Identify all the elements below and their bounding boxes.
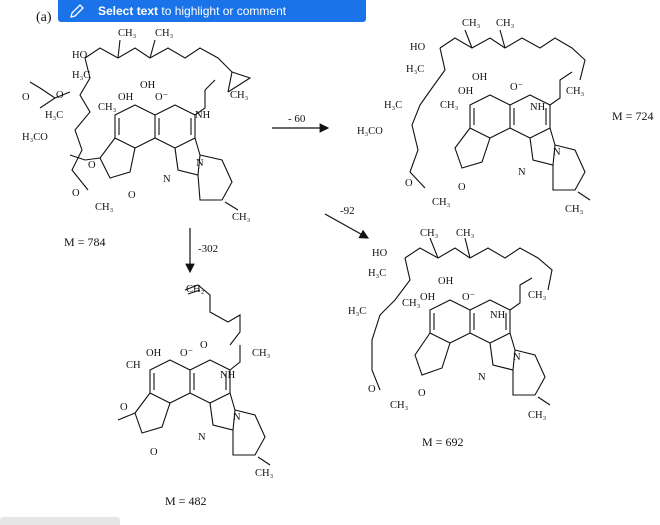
atom-label: CH₃: [95, 202, 114, 213]
atom-label: O⁻: [510, 82, 523, 93]
atom-label: CH₃: [252, 348, 271, 359]
mass-784: M = 784: [64, 235, 105, 249]
atom-label: CH₃: [402, 298, 421, 309]
atom-label: N: [553, 147, 561, 158]
tooltip-bold-text: Select text: [98, 4, 159, 18]
atom-label: NH: [220, 370, 236, 381]
scroll-bar[interactable]: [0, 517, 120, 525]
atom-label: OH: [438, 276, 454, 287]
atom-label: CH₃: [420, 228, 439, 239]
molecule-482: CH₂ CH₃ OH O⁻ O CH NH N N O O CH₃: [117, 284, 274, 479]
atom-label: NH: [530, 102, 546, 113]
atom-label: CH₃: [255, 468, 274, 479]
atom-label: CH₃: [155, 28, 174, 39]
highlight-tooltip[interactable]: Select text to highlight or comment: [58, 0, 366, 22]
atom-label: CH₃: [565, 204, 584, 215]
atom-label: O: [120, 402, 128, 413]
atom-label: CH₃: [566, 86, 585, 97]
panel-label: (a): [36, 10, 52, 25]
mass-724: M = 724: [612, 109, 653, 123]
atom-label: OH: [140, 80, 156, 91]
atom-label: H₃C: [406, 64, 424, 75]
atom-label: CH₃: [232, 212, 251, 223]
tooltip-rest-text: to highlight or comment: [158, 4, 287, 18]
atom-label: OH: [146, 348, 162, 359]
atom-label: N: [518, 167, 526, 178]
molecule-692: CH₃ CH₃ HO H₃C OH OH CH₃ O⁻ NH H₃C CH₃ N…: [348, 228, 553, 421]
atom-label: NH: [195, 110, 211, 121]
arrow-label-60: - 60: [288, 113, 306, 125]
arrow-label-92: -92: [340, 205, 355, 217]
atom-label: HO: [372, 248, 388, 259]
atom-label: CH₃: [496, 18, 515, 29]
atom-label: CH₂: [186, 284, 205, 295]
pen-icon: [70, 4, 84, 18]
atom-label: CH₃: [118, 28, 137, 39]
molecule-784: CH₃ CH₃ HO H₃C OH OH CH₃ O O H₃C CH₃ O⁻ …: [22, 28, 252, 223]
atom-label: CH₃: [440, 100, 459, 111]
atom-label: N: [478, 372, 486, 383]
atom-label: OH: [420, 292, 436, 303]
atom-label: N: [233, 412, 241, 423]
atom-label: N: [198, 432, 206, 443]
atom-label: O: [418, 388, 426, 399]
atom-label: N: [196, 158, 204, 169]
atom-label: H₃C: [384, 100, 402, 111]
atom-label: H₃C: [368, 268, 386, 279]
arrow-loss-92: [324, 213, 370, 239]
atom-label: O: [128, 190, 136, 201]
atom-label: H₃CO: [22, 132, 48, 143]
atom-label: O: [405, 178, 413, 189]
atom-label: N: [513, 352, 521, 363]
molecule-724: CH₃ CH₃ HO H₃C OH OH CH₃ O⁻ NH H₃C CH₃ H…: [357, 18, 591, 215]
atom-label: O: [368, 384, 376, 395]
atom-label: CH₃: [98, 102, 117, 113]
atom-label: O⁻: [462, 292, 475, 303]
atom-label: OH: [458, 86, 474, 97]
atom-label: CH₃: [528, 290, 547, 301]
atom-label: OH: [118, 92, 134, 103]
atom-label: HO: [72, 50, 88, 61]
atom-label: O⁻: [180, 348, 193, 359]
mass-692: M = 692: [422, 435, 463, 449]
atom-label: CH₃: [230, 90, 249, 101]
atom-label: O⁻: [155, 92, 168, 103]
atom-label: O: [22, 92, 30, 103]
atom-label: O: [200, 340, 208, 351]
atom-label: CH₃: [528, 410, 547, 421]
atom-label: CH₃: [432, 197, 451, 208]
arrow-label-302: -302: [198, 243, 218, 255]
atom-label: H₃C: [72, 70, 90, 81]
atom-label: CH: [126, 360, 141, 371]
atom-label: H₃C: [348, 306, 366, 317]
atom-label: H₃CO: [357, 126, 383, 137]
atom-label: CH₃: [462, 18, 481, 29]
mass-482: M = 482: [165, 494, 206, 508]
atom-label: HO: [410, 42, 426, 53]
atom-label: OH: [472, 72, 488, 83]
atom-label: N: [163, 174, 171, 185]
atom-label: O: [88, 160, 96, 171]
atom-label: CH₃: [390, 400, 409, 411]
atom-label: O: [72, 188, 80, 199]
atom-label: NH: [490, 310, 506, 321]
atom-label: CH₃: [456, 228, 475, 239]
atom-label: O: [56, 90, 64, 101]
atom-label: O: [458, 182, 466, 193]
atom-label: H₃C: [45, 110, 63, 121]
atom-label: O: [150, 447, 158, 458]
